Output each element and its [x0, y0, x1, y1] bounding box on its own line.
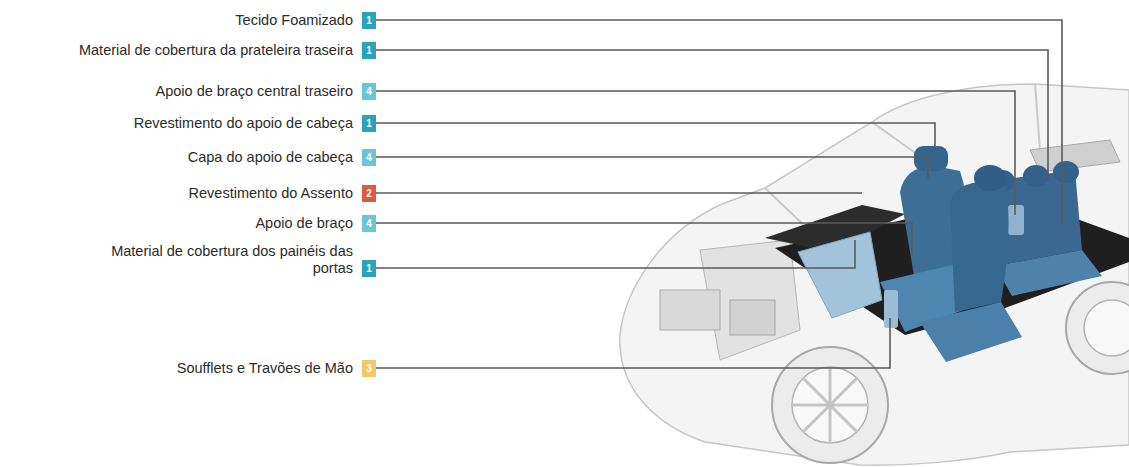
- callout-number: 1: [362, 12, 376, 29]
- rear-rim: [1084, 300, 1129, 356]
- leader-line: [376, 123, 935, 150]
- part-callout: Material de cobertura dos painéis das po…: [103, 243, 376, 277]
- part-callout: Revestimento do Assento 2: [189, 185, 376, 202]
- part-name: Apoio de braço central traseiro: [156, 83, 353, 100]
- front-rim: [792, 367, 868, 443]
- part-name: Material de cobertura da prateleira tras…: [79, 42, 353, 59]
- rear-seat-cushion: [995, 250, 1102, 296]
- callout-number: 1: [362, 260, 376, 277]
- part-name: Material de cobertura dos painéis das po…: [103, 243, 353, 277]
- part-name: Tecido Foamizado: [235, 12, 353, 29]
- leader-line: [376, 20, 1062, 225]
- part-name: Soufflets e Travões de Mão: [177, 360, 353, 377]
- front-seat-cushion: [920, 302, 1022, 362]
- rear-wheel: [1066, 282, 1129, 374]
- front-seat-back: [950, 182, 1009, 312]
- callout-number: 3: [362, 360, 376, 377]
- engine-block: [660, 290, 720, 330]
- part-callout: Capa do apoio de cabeça 4: [188, 149, 376, 166]
- part-name: Revestimento do apoio de cabeça: [134, 115, 353, 132]
- leader-line: [376, 240, 855, 268]
- front-wheel: [772, 347, 888, 463]
- leader-line: [376, 50, 1048, 180]
- callout-number: 1: [362, 42, 376, 59]
- callout-number: 4: [362, 83, 376, 100]
- callout-number: 4: [362, 215, 376, 232]
- front-headrest: [914, 146, 948, 171]
- front-headrest: [974, 165, 1006, 191]
- part-callout: Material de cobertura da prateleira tras…: [79, 42, 376, 59]
- part-callout: Apoio de braço central traseiro 4: [156, 83, 376, 100]
- leader-line: [376, 192, 862, 194]
- leader-line: [376, 318, 890, 368]
- part-callout: Revestimento do apoio de cabeça 1: [134, 115, 376, 132]
- part-callout: Tecido Foamizado 1: [235, 12, 376, 29]
- rim-spokes: [792, 367, 868, 443]
- rear-headrest: [1053, 161, 1079, 183]
- leader-lines: [376, 20, 1062, 368]
- part-name: Capa do apoio de cabeça: [188, 149, 353, 166]
- part-callout: Soufflets e Travões de Mão 3: [177, 360, 376, 377]
- part-name: Revestimento do Assento: [189, 185, 353, 202]
- leader-line: [376, 157, 928, 178]
- leader-line: [376, 91, 1015, 215]
- rear-headrest: [1023, 165, 1049, 187]
- part-callout: Apoio de braço 4: [255, 215, 376, 232]
- rear-armrest: [1008, 205, 1024, 235]
- leader-line: [376, 223, 912, 255]
- door-panel: [798, 232, 882, 318]
- handbrake-boot: [884, 290, 898, 328]
- callout-number: 1: [362, 115, 376, 132]
- callout-number: 2: [362, 185, 376, 202]
- callout-number: 4: [362, 149, 376, 166]
- car-body: [620, 84, 1129, 465]
- engine-part: [730, 300, 775, 335]
- part-name: Apoio de braço: [255, 215, 353, 232]
